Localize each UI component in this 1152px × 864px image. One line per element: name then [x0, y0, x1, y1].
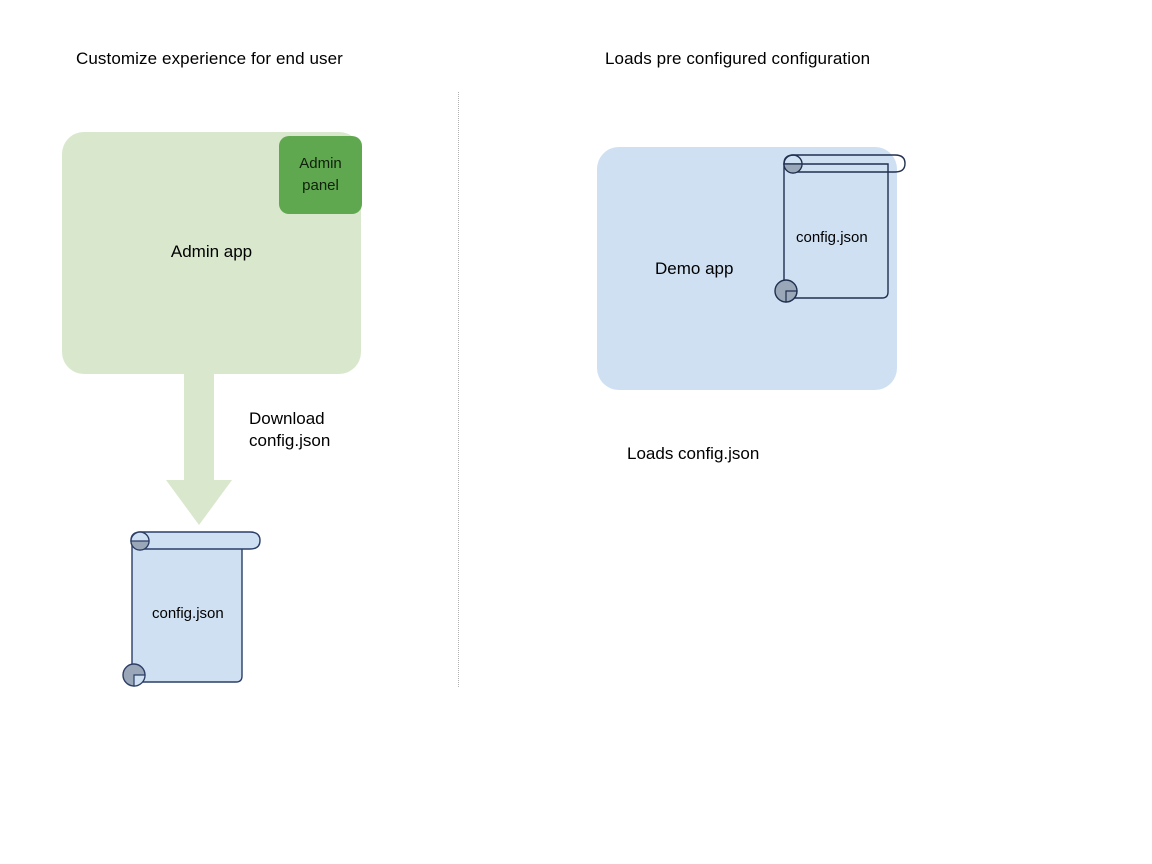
- config-file-left[interactable]: config.json: [122, 528, 264, 690]
- file-top-roll-shadow: [783, 163, 803, 174]
- admin-panel-box[interactable]: Admin panel: [279, 136, 362, 214]
- file-bottom-roll-notch: [785, 290, 798, 303]
- right-section-heading: Loads pre configured configuration: [605, 49, 871, 68]
- download-arrow-label-line1: Download: [249, 409, 325, 428]
- left-section-heading: Customize experience for end user: [76, 49, 343, 68]
- download-arrow-label-line2: config.json: [249, 431, 331, 450]
- file-page: [783, 163, 889, 299]
- arrow-shape: [166, 372, 232, 525]
- admin-panel-label: Admin panel: [299, 153, 342, 197]
- admin-panel-label-line1: Admin: [299, 155, 342, 172]
- admin-app-label: Admin app: [170, 242, 253, 261]
- section-divider: [458, 92, 459, 687]
- file-top-roll: [130, 531, 261, 550]
- file-page: [131, 539, 243, 683]
- download-arrow: [166, 372, 232, 528]
- config-file-right[interactable]: config.json: [774, 152, 908, 304]
- demo-app-label: Demo app: [655, 259, 734, 278]
- config-file-left-label: config.json: [152, 605, 224, 622]
- config-file-right-label: config.json: [796, 229, 868, 246]
- download-arrow-label: Download config.json: [249, 408, 330, 452]
- loads-config-caption: Loads config.json: [627, 444, 760, 463]
- demo-app-box: Demo app: [597, 147, 897, 390]
- file-top-roll-shadow: [130, 540, 150, 551]
- file-bottom-roll-notch: [133, 674, 146, 687]
- admin-panel-label-line2: panel: [302, 177, 339, 194]
